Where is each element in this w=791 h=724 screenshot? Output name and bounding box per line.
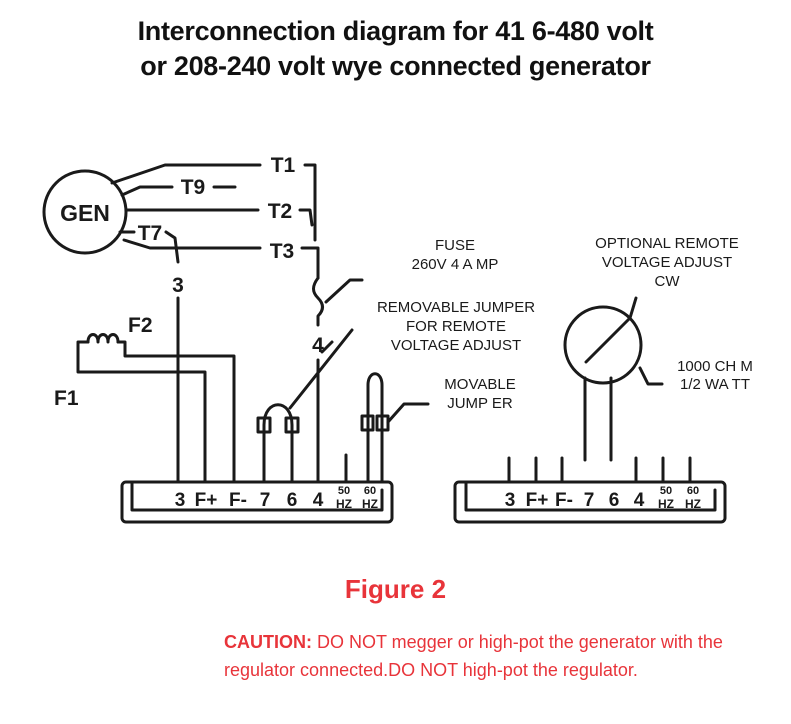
resistor-label-2: 1/2 WA TT	[680, 376, 750, 393]
figure-label: Figure 2	[344, 574, 447, 604]
lead-t7-to-3	[164, 230, 180, 264]
f2-coil	[86, 333, 120, 344]
wiring-diagram: GEN T1 T9 T2 T7 T3 3 4 F2 F1 FUSE 260V 4…	[42, 154, 753, 524]
fuse-label-1: FUSE	[435, 237, 475, 254]
removable-jumper-label-2: FOR REMOTE	[406, 318, 506, 335]
generator-circle	[42, 169, 128, 255]
removable-jumper-pointer	[288, 328, 354, 410]
removable-jumper-clip-left	[256, 416, 272, 434]
right-terminal-fplus: F+	[526, 490, 549, 511]
field-wire-f1	[76, 340, 207, 484]
lead-label-t1: T1	[271, 154, 296, 177]
caution-note: CAUTION: DO NOT megger or high-pot the g…	[224, 628, 769, 684]
left-terminal-3: 3	[175, 490, 186, 511]
right-terminal-60-num: 60	[687, 485, 699, 497]
lead-label-4: 4	[312, 334, 324, 357]
right-terminal-50-num: 50	[660, 485, 672, 497]
field-wire-f2	[116, 340, 236, 484]
left-terminal-50-unit: HZ	[336, 497, 352, 511]
left-terminal-60-num: 60	[364, 485, 376, 497]
resistor-label-1: 1000 CH M	[677, 358, 753, 375]
left-terminal-fplus: F+	[195, 490, 218, 511]
lead-label-t7: T7	[138, 222, 163, 245]
lead-t2-wire	[124, 208, 314, 227]
left-terminal-50-num: 50	[338, 485, 350, 497]
right-terminal-fminus: F-	[555, 490, 573, 511]
optional-remote-label-2: VOLTAGE ADJUST	[602, 254, 732, 271]
movable-jumper-clip-left	[360, 414, 375, 432]
removable-jumper-label-3: VOLTAGE ADJUST	[391, 337, 521, 354]
movable-jumper-label-1: MOVABLE	[444, 376, 515, 393]
caution-text: DO NOT megger or high-pot the generator …	[224, 632, 723, 680]
movable-jumper-label-2: JUMP ER	[447, 395, 513, 412]
movable-jumper-pointer	[386, 402, 430, 424]
lead-t3-wire	[122, 238, 320, 280]
potentiometer-wiper	[584, 296, 638, 364]
diagram-title: Interconnection diagram for 41 6-480 vol…	[0, 14, 791, 84]
lead-t1-wire	[110, 163, 317, 242]
lead-t9-wire	[120, 185, 237, 197]
right-terminal-3: 3	[505, 490, 516, 511]
left-terminal-60-unit: HZ	[362, 497, 378, 511]
potentiometer-leads	[583, 376, 613, 462]
lead-label-t2: T2	[268, 200, 293, 223]
title-line-2: or 208-240 volt wye connected generator	[140, 51, 651, 81]
potentiometer-circle	[563, 305, 643, 385]
right-terminal-4: 4	[634, 490, 645, 511]
title-line-1: Interconnection diagram for 41 6-480 vol…	[137, 16, 654, 46]
lead-label-t9: T9	[181, 176, 206, 199]
lead-label-3: 3	[172, 274, 184, 297]
removable-jumper-loop	[262, 403, 294, 484]
caution-label: CAUTION:	[224, 632, 312, 652]
left-terminal-6: 6	[287, 490, 298, 511]
right-terminal-stubs	[507, 456, 692, 484]
left-terminal-block-outer	[120, 480, 394, 524]
right-terminal-7: 7	[584, 490, 595, 511]
removable-jumper-label-1: REMOVABLE JUMPER	[377, 299, 535, 316]
fuse-label-2: 260V 4 A MP	[412, 256, 499, 273]
optional-remote-label-3: CW	[655, 273, 681, 290]
right-terminal-block-inner	[464, 480, 717, 512]
left-terminal-block-inner	[130, 480, 384, 512]
left-terminal-7: 7	[260, 490, 271, 511]
gen-label: GEN	[60, 200, 110, 226]
label-f1: F1	[54, 387, 79, 410]
left-terminal-4: 4	[313, 490, 324, 511]
left-terminal-fminus: F-	[229, 490, 247, 511]
lead-4-pointer	[320, 340, 334, 354]
optional-remote-label-1: OPTIONAL REMOTE	[595, 235, 739, 252]
right-terminal-50-unit: HZ	[658, 497, 674, 511]
right-terminal-6: 6	[609, 490, 620, 511]
right-terminal-block-outer	[453, 480, 727, 524]
resistor-pointer	[638, 366, 664, 386]
label-f2: F2	[128, 314, 153, 337]
fuse-symbol	[312, 276, 324, 327]
fuse-pointer	[324, 278, 364, 304]
movable-jumper-loop	[366, 372, 384, 484]
lead-label-t3: T3	[270, 240, 295, 263]
right-terminal-60-unit: HZ	[685, 497, 701, 511]
